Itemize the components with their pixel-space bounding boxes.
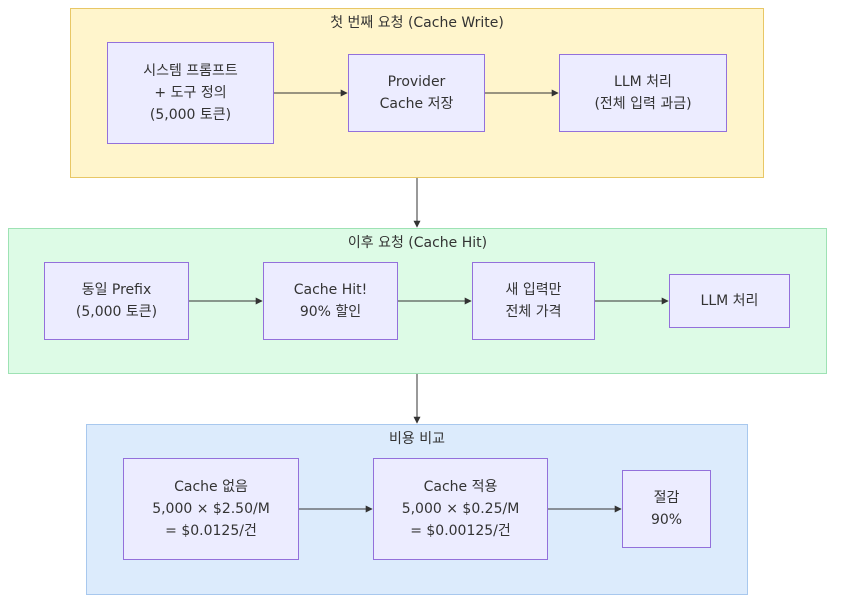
node-no-cache-line: Cache 없음 xyxy=(174,479,248,495)
node-provider-cache-line: Cache 저장 xyxy=(379,96,454,112)
node-savings-line: 절감 xyxy=(653,490,680,506)
node-provider-cache: Provider Cache 저장 xyxy=(348,54,485,132)
node-provider-cache-line: Provider xyxy=(387,74,446,90)
node-cache-hit-line: 90% 할인 xyxy=(299,304,362,320)
node-savings: 절감 90% xyxy=(622,470,711,548)
node-llm-full-billing-line: LLM 처리 xyxy=(614,74,672,90)
node-same-prefix-line: (5,000 토큰) xyxy=(75,304,158,320)
node-no-cache-line: 5,000 × $2.50/M xyxy=(152,501,270,517)
node-same-prefix-line: 동일 Prefix xyxy=(81,282,152,298)
node-llm-process-line: LLM 처리 xyxy=(700,293,759,309)
node-with-cache-line: Cache 적용 xyxy=(423,479,498,495)
node-system-prompt-line: 시스템 프롬프트 xyxy=(143,63,238,79)
node-system-prompt: 시스템 프롬프트 + 도구 정의 (5,000 토큰) xyxy=(107,42,274,144)
node-with-cache: Cache 적용 5,000 × $0.25/M = $0.00125/건 xyxy=(373,458,548,560)
node-savings-line: 90% xyxy=(650,512,683,528)
node-llm-process: LLM 처리 xyxy=(669,274,790,328)
node-system-prompt-line: (5,000 토큰) xyxy=(149,107,232,123)
group-first-request-title: 첫 번째 요청 (Cache Write) xyxy=(330,15,504,31)
node-new-input-line: 새 입력만 xyxy=(505,282,562,298)
node-no-cache: Cache 없음 5,000 × $2.50/M = $0.0125/건 xyxy=(123,458,299,560)
node-llm-full-billing-line: (전체 입력 과금) xyxy=(594,96,692,112)
node-system-prompt-line: + 도구 정의 xyxy=(154,85,227,101)
node-new-input: 새 입력만 전체 가격 xyxy=(472,262,595,340)
group-subsequent-request-title: 이후 요청 (Cache Hit) xyxy=(347,235,488,251)
node-no-cache-line: = $0.0125/건 xyxy=(165,523,257,539)
node-with-cache-line: 5,000 × $0.25/M xyxy=(401,501,520,517)
group-cost-comparison-title: 비용 비교 xyxy=(389,431,445,447)
node-cache-hit-line: Cache Hit! xyxy=(293,282,368,298)
node-cache-hit: Cache Hit! 90% 할인 xyxy=(263,262,398,340)
node-same-prefix: 동일 Prefix (5,000 토큰) xyxy=(44,262,189,340)
node-new-input-line: 전체 가격 xyxy=(505,304,562,320)
node-llm-full-billing: LLM 처리 (전체 입력 과금) xyxy=(559,54,727,132)
node-with-cache-line: = $0.00125/건 xyxy=(410,523,511,539)
